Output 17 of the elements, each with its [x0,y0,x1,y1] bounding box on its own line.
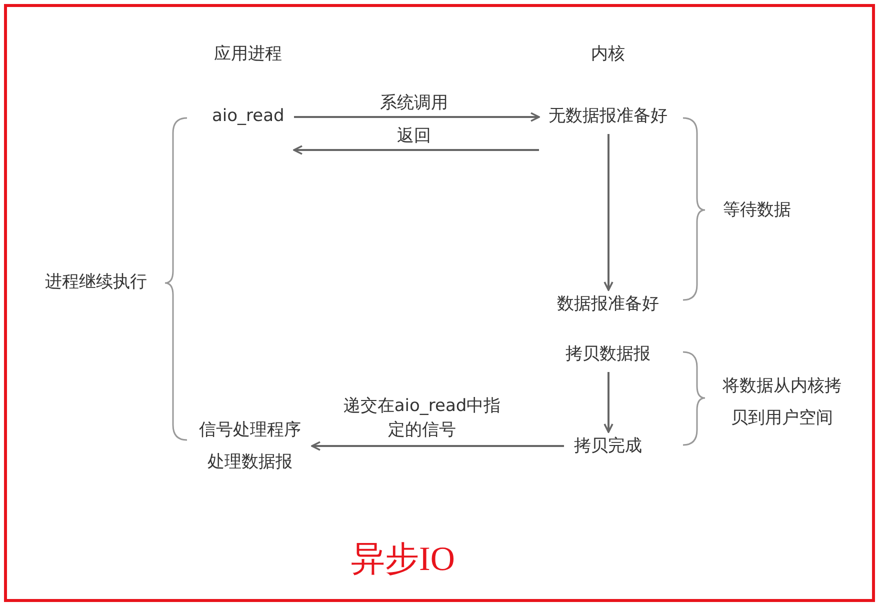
node-text: 信号处理程序处理数据报 [198,414,302,478]
arrow [294,112,540,122]
annotation-text: 应用进程 [213,43,283,66]
diagram-title: 异步IO [350,540,456,580]
node-text: 无数据报准备好 [548,100,668,132]
annotation-text: 进程继续执行 [44,271,148,294]
annotation-text: 内核 [590,43,626,66]
annotation-text: 将数据从内核拷贝到用户空间 [722,375,842,430]
annotation-text: 等待数据 [722,199,792,222]
node-text: aio_read [212,100,284,132]
arrow [604,372,614,433]
arrow [293,145,539,155]
node-text: 拷贝数据报 [566,338,650,370]
node-text: 数据报准备好 [557,288,659,320]
arrow [604,134,614,291]
arrow [311,441,564,451]
node-text: 拷贝完成 [574,430,642,462]
